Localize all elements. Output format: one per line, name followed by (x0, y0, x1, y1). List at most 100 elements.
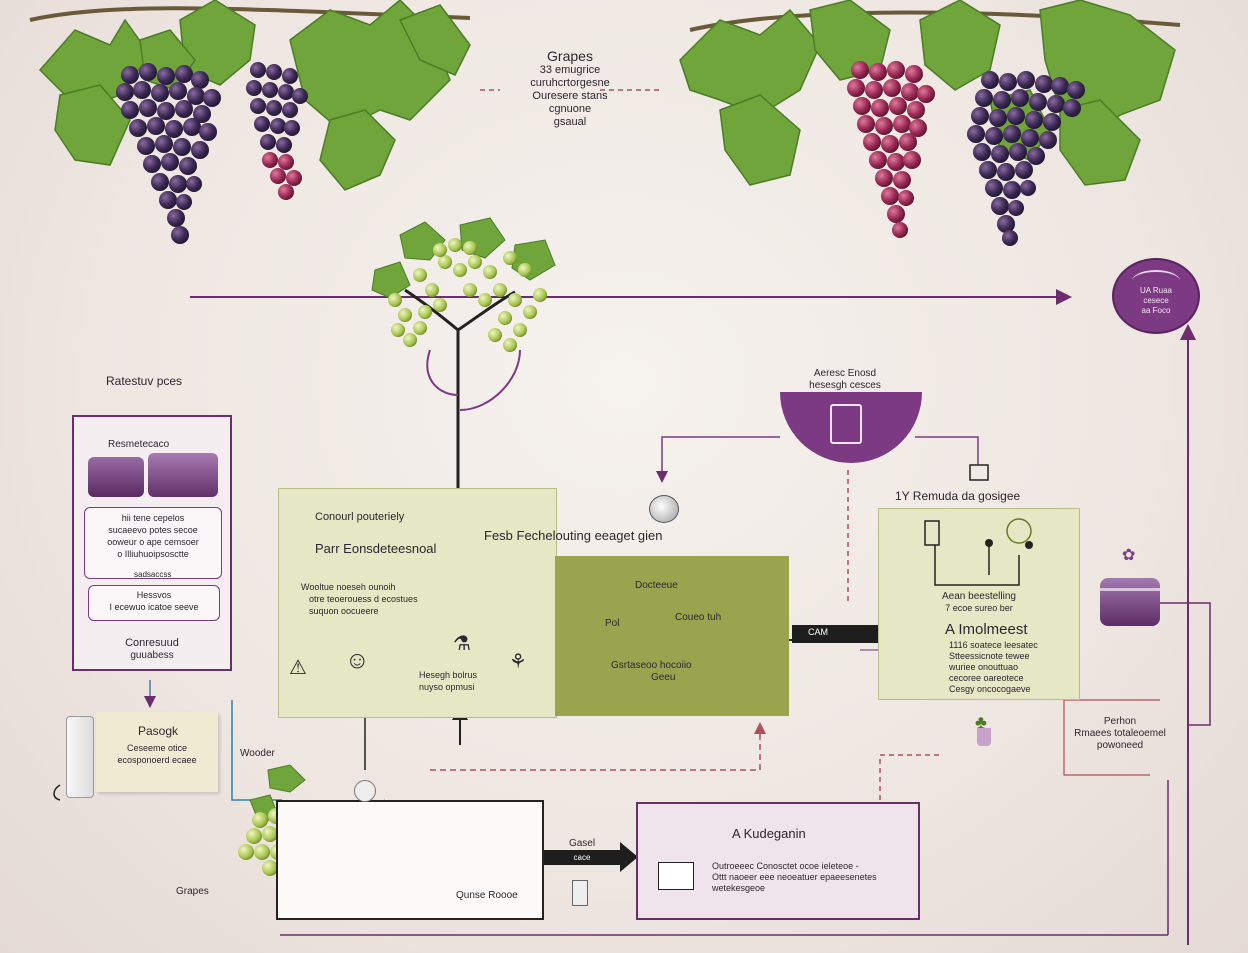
pot (977, 728, 991, 746)
green-icon-label: nuyso opmusi (419, 682, 475, 692)
green-label-1: Conourl pouteriely (315, 511, 405, 523)
jar-stripe (1100, 588, 1160, 591)
wooder-label: Wooder (240, 748, 275, 759)
right-side-label: Perhon (1103, 716, 1137, 727)
top-caption-line: 33 emugrice (539, 64, 601, 76)
container-illustration (88, 453, 218, 499)
green-icon-label: Hesegh bolrus (419, 670, 478, 680)
bottom-panel-line: Outroeeec Conosctet ocoe ieleteoe - (712, 861, 859, 871)
left-panel-footer-sub: guuabess (130, 650, 174, 661)
right-note: 1116 soatece leesatec (949, 640, 1038, 650)
bottom-panel-line: wetekesgeoe (712, 883, 766, 893)
grape-vine-left-illustration (29, 0, 471, 244)
worker-icon: ☺ (345, 647, 370, 674)
cup-label: Aeresc Enosd (813, 368, 877, 379)
right-note: Cesgy oncocogaeve (949, 684, 1031, 694)
olive-top-label: Docteeue (635, 580, 678, 591)
right-caption: Aean beestelling (942, 591, 1016, 602)
faucet-icon (572, 880, 588, 906)
note-line: I ecewuo icatoe seeve (109, 602, 199, 612)
bottom-panel: A Kudeganin Outroeeec Conosctet ocoe iel… (636, 802, 920, 920)
pasogk-title: Pasogk (138, 724, 179, 738)
badge-arc (1132, 270, 1180, 292)
bottom-dashed-connector (430, 722, 766, 771)
left-panel-title: Resmetecaco (108, 439, 170, 450)
note-line: hii tene cepelos (121, 513, 185, 523)
cup-to-panel-line (915, 436, 979, 465)
endpoint-badge: UA Ruaa cesece aa Foco (1112, 258, 1200, 334)
small-box-icon (969, 464, 989, 481)
notes-box-2: Hessvos I ecewuo icatoe seeve (88, 585, 220, 621)
right-panel-header: 1Y Remuda da gosigee (895, 489, 1021, 503)
right-caption-sub: 7 ecoe sureo ber (945, 603, 1013, 613)
bottom-panel-title: A Kudeganin (732, 826, 806, 841)
green-note: otre teoerouess d ecostues (309, 594, 418, 604)
top-caption-line: cgnuone (548, 103, 592, 115)
green-note: Wooltue noeseh ounoih (301, 582, 396, 592)
flower-icon: ✿ (1122, 547, 1136, 564)
arrow-label-sub: cace (573, 853, 591, 862)
bottle-illustration (66, 716, 94, 798)
top-caption-line: gsaual (553, 116, 587, 128)
olive-panel: Docteeue Pol Coueo tuh Gsrtaseoo hocoiio… (555, 556, 789, 716)
top-caption-line: curuhcrtorgesne (530, 77, 610, 89)
right-note: Stteessicnote tewee (949, 651, 1030, 661)
grape-tree-illustration (371, 217, 556, 490)
right-label-bracket (1063, 699, 1160, 776)
container-right (148, 453, 218, 497)
left-panel-footer: Conresuud (125, 637, 179, 649)
small-label: sadsaccss (134, 570, 172, 579)
top-caption-line: Ouresere stans (532, 90, 608, 102)
right-note: cecoree oareotece (949, 673, 1024, 683)
drip-icon (354, 780, 376, 802)
cam-connector (792, 625, 878, 643)
pasogk-line: Ceseeme otice (126, 743, 188, 753)
note-line: ooweur o ape cemsoer (107, 537, 199, 547)
olive-left-label: Pol (605, 618, 620, 629)
bottom-panel-line: Ottt naoeer eee neoeatuer epaeesenetes (712, 872, 877, 882)
pasogk-note: Pasogk Ceseeme otice ecosponoerd ecaee (96, 712, 218, 792)
olive-right-label: Coueo tuh (675, 612, 722, 623)
badge-line: cesece (1143, 296, 1169, 305)
note-line: o Illiuhuoipsosctte (117, 549, 189, 559)
center-label: Fesb Fechelouting eeaget gien (484, 528, 663, 543)
vineyard-panel: Qunse Roooe (276, 800, 544, 920)
arrow-label: Gasel (568, 838, 596, 849)
grape-vine-right-illustration (679, 0, 1181, 246)
bulb-icon (649, 495, 679, 523)
right-panel: Aean beestelling 7 ecoe sureo ber A Imol… (878, 508, 1080, 700)
left-panel: Resmetecaco hii tene cepelos sucaeevo po… (72, 415, 232, 671)
badge-line: aa Foco (1141, 306, 1171, 315)
bottle-icon (830, 404, 862, 444)
plant-icon: ⚠ (289, 657, 307, 679)
green-panel: Conourl pouteriely Parr Eonsdeteesnoal W… (278, 488, 557, 718)
dark-arrow-head (620, 842, 638, 872)
jar-connector (1158, 602, 1211, 726)
small-dashed-connector (879, 754, 940, 800)
top-caption: Grapes 33 emugrice curuhcrtorgesne Oures… (500, 48, 640, 129)
left-panel-heading: Ratestuv pces (106, 374, 183, 388)
tools-icon: ⚗ (453, 633, 471, 655)
container-left (88, 457, 144, 497)
right-side-label: powoneed (1096, 740, 1144, 751)
green-note: suquon oocueere (309, 606, 379, 616)
top-caption-title: Grapes (547, 48, 593, 64)
notes-box-1: hii tene cepelos sucaeevo potes secoe oo… (84, 507, 222, 579)
crop-label: Qunse Roooe (456, 890, 518, 901)
cup-label-sub: hesesgh cesces (809, 380, 881, 391)
connector-label: CAM (808, 627, 828, 637)
bracket-mark (53, 784, 61, 801)
potted-plant-icon: ♣ (975, 712, 987, 732)
green-label-2: Parr Eonsdeteesnoal (315, 541, 437, 556)
equipment-illustration (924, 518, 1033, 586)
grapes-label: Grapes (176, 886, 209, 897)
jar-illustration (1100, 578, 1160, 626)
vine-icon: ⚘ (509, 651, 527, 673)
dark-arrow-body (540, 850, 620, 865)
note-line: sucaeevo potes secoe (108, 525, 198, 535)
right-note: wuriee onouttuao (949, 662, 1019, 672)
olive-sub-label: Geeu (651, 672, 676, 683)
pasogk-line: ecosponoerd ecaee (117, 755, 197, 765)
right-side-label: Rmaees totaleoemel (1074, 728, 1166, 739)
